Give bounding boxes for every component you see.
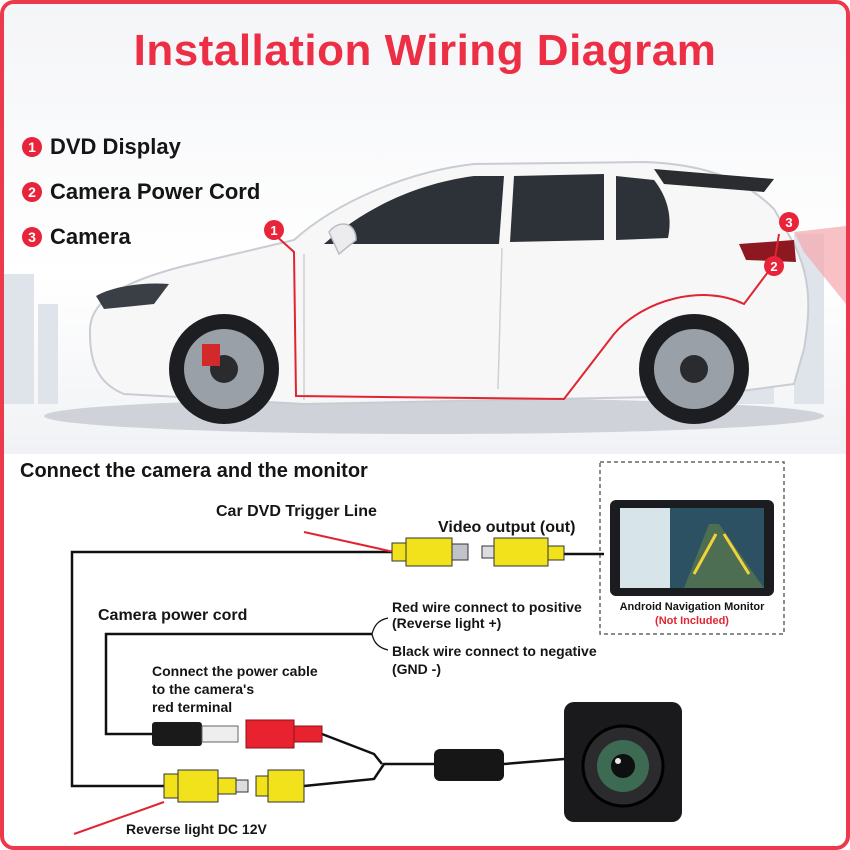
- rear-spoiler: [654, 169, 774, 192]
- page-title: Installation Wiring Diagram: [133, 26, 717, 75]
- label-reverse-light: Reverse light DC 12V: [126, 821, 267, 837]
- car-windows: [324, 174, 670, 244]
- label-not-included: (Not Included): [655, 615, 729, 627]
- label-power-cable-line2: to the camera's: [152, 681, 254, 697]
- legend-number: 2: [22, 182, 42, 202]
- section-heading: Connect the camera and the monitor: [20, 460, 368, 482]
- label-video-output: Video output (out): [438, 519, 575, 536]
- legend-item-dvd-display: 1 DVD Display: [22, 134, 181, 160]
- car-illustration-area: 1 2 3: [4, 4, 846, 454]
- legend-item-camera-power-cord: 2 Camera Power Cord: [22, 179, 260, 205]
- monitor-dashed-box: [599, 461, 785, 635]
- svg-text:2: 2: [770, 259, 777, 274]
- headlight: [96, 283, 169, 309]
- black-wires: [70, 550, 604, 788]
- wiring-diagram: Car DVD Trigger Line Video output (out) …: [70, 461, 785, 837]
- legend-item-camera: 3 Camera: [22, 224, 131, 250]
- label-power-cable-line1: Connect the power cable: [152, 663, 318, 679]
- legend-number: 1: [22, 137, 42, 157]
- legend-label: Camera Power Cord: [50, 179, 261, 204]
- android-navigation-monitor: [610, 500, 774, 596]
- rca-connector-male-top: [481, 537, 565, 567]
- svg-text:1: 1: [270, 223, 277, 238]
- reverse-camera: [564, 702, 682, 822]
- label-power-cable-line3: red terminal: [152, 699, 232, 715]
- inline-filter-box: [434, 749, 504, 781]
- label-camera-power-cord: Camera power cord: [98, 607, 247, 624]
- red-power-plug: [245, 719, 323, 749]
- legend-label: Camera: [50, 224, 131, 249]
- label-monitor-name: Android Navigation Monitor: [620, 601, 766, 613]
- rca-connector-female-top: [391, 537, 469, 567]
- marker-3: 3: [779, 212, 799, 232]
- reverse-light-wire: [73, 801, 165, 835]
- legend-label: DVD Display: [50, 134, 181, 159]
- trigger-wire: [303, 531, 395, 553]
- black-power-plug: [152, 722, 239, 746]
- marker-2: 2: [764, 256, 784, 276]
- label-red-wire-line1: Red wire connect to positive: [392, 599, 582, 615]
- tail-light: [739, 240, 796, 262]
- label-black-wire-line2: (GND -): [392, 661, 441, 677]
- rca-connector-bottom-left: [163, 769, 249, 803]
- camera-beam: [794, 226, 846, 304]
- car-illustration: 1 2 3: [4, 160, 846, 434]
- legend-number: 3: [22, 227, 42, 247]
- label-red-wire-line2: (Reverse light +): [392, 615, 501, 631]
- side-mirror: [328, 223, 357, 256]
- svg-text:3: 3: [785, 215, 792, 230]
- rca-connector-bottom-right: [255, 769, 305, 803]
- label-trigger-line: Car DVD Trigger Line: [216, 503, 377, 520]
- label-black-wire-line1: Black wire connect to negative: [392, 643, 597, 659]
- wiring-route: [273, 233, 780, 401]
- front-wheel: [169, 314, 279, 424]
- rear-wheel: [639, 314, 749, 424]
- marker-1: 1: [264, 220, 284, 240]
